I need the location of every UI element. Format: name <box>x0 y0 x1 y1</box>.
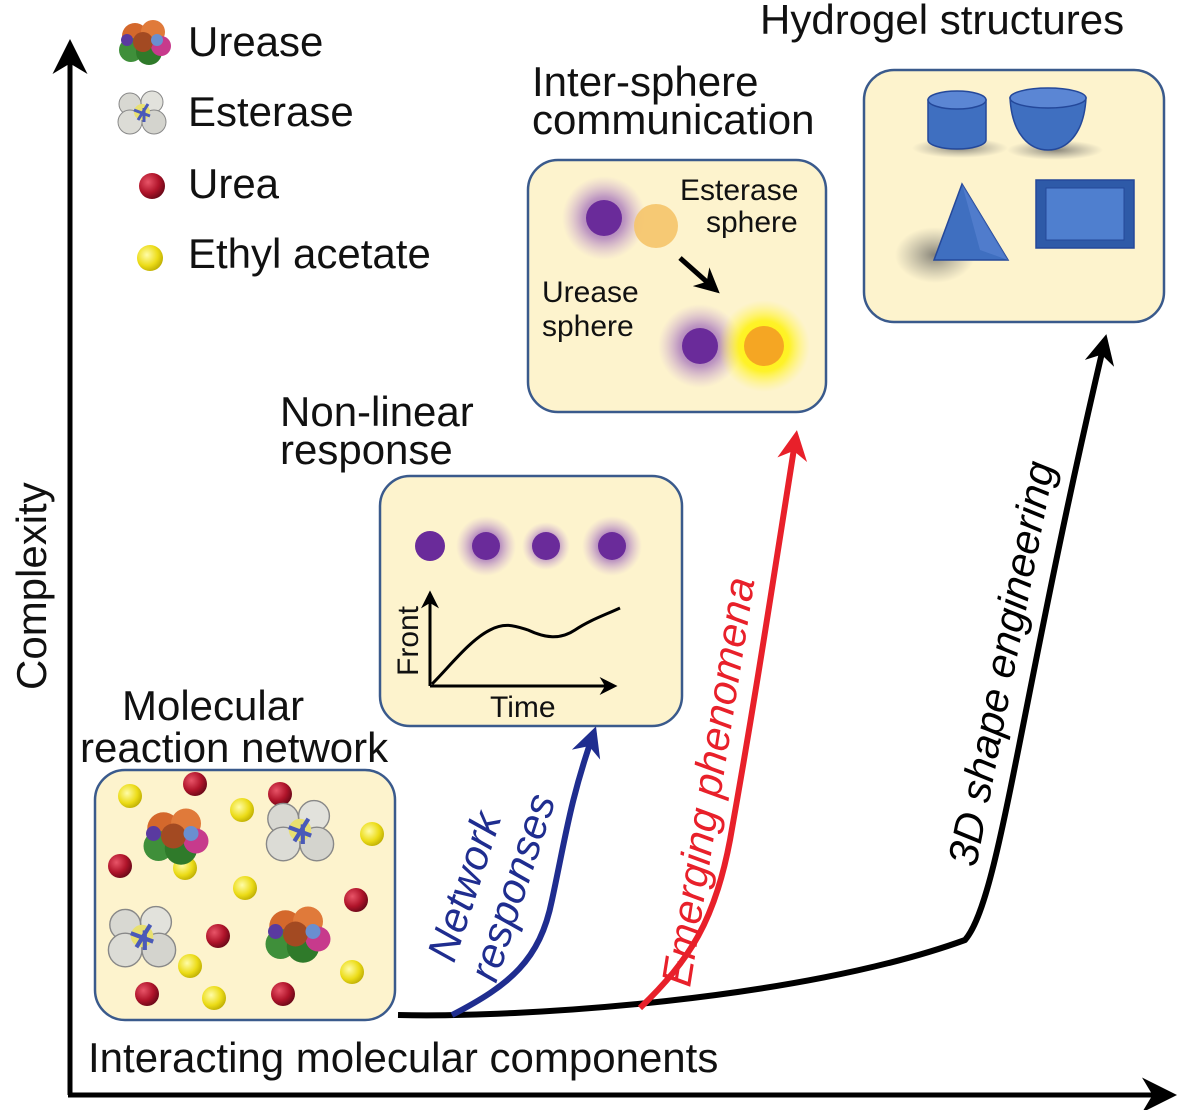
urease-sphere-label-line1: Urease <box>542 276 639 309</box>
urease-sphere-label-line2: sphere <box>542 310 634 343</box>
urease-icon <box>119 20 171 65</box>
panel-nonlinear-title-line2: response <box>280 426 453 473</box>
legend-urea-label: Urea <box>188 160 280 207</box>
panel-molecular-title-line2: reaction network <box>80 724 389 771</box>
esterase-sphere-before <box>634 204 678 248</box>
panel-molecular-network: Molecular reaction network <box>80 682 397 1022</box>
panel-hydrogel-structures: Hydrogel structures <box>760 0 1166 324</box>
panel-hydrogel-title: Hydrogel structures <box>760 0 1124 43</box>
esterase-sphere-label-line1: Esterase <box>680 174 798 207</box>
front-curve <box>430 606 621 686</box>
esterase-sphere-label-line2: sphere <box>706 206 798 239</box>
rectangle-slab-shape <box>1035 179 1135 249</box>
front-spheres <box>415 516 642 576</box>
panel-molecular-title-line1: Molecular <box>122 682 304 729</box>
x-axis-label: Interacting molecular components <box>88 1034 718 1081</box>
plot-x-label: Time <box>490 691 556 724</box>
ethyl-acetate-icon <box>137 245 163 271</box>
cylinder-shape <box>927 90 987 150</box>
front-time-plot: Front Time <box>392 590 621 724</box>
y-axis-label: Complexity <box>8 482 55 690</box>
network-responses-arrow <box>450 726 601 1018</box>
shape-engineering-arrow <box>397 334 1115 1019</box>
legend-ethyl-acetate-label: Ethyl acetate <box>188 230 431 277</box>
legend-urease-label: Urease <box>188 18 323 65</box>
panel-intersphere-communication: Inter-sphere communication Esterase sphe… <box>526 58 828 414</box>
urea-icon <box>139 173 165 199</box>
shape-arrow-label: 3D shape engineering <box>939 457 1064 869</box>
plot-y-label: Front <box>392 605 425 676</box>
legend-esterase-label: Esterase <box>188 88 354 135</box>
legend: Urease Esterase Urea Ethyl acetate <box>116 18 431 277</box>
panel-intersphere-title-line1: Inter-sphere <box>532 58 758 105</box>
emerging-phenomena-arrow <box>637 430 808 1011</box>
molecule-scatter <box>108 772 384 1010</box>
panel-nonlinear-response: Non-linear response Front Time <box>280 388 684 728</box>
panel-intersphere-title-line2: communication <box>532 96 814 143</box>
panel-nonlinear-title-line1: Non-linear <box>280 388 474 435</box>
esterase-icon <box>116 89 168 136</box>
triangle-shape <box>932 182 1010 261</box>
bowl-shape <box>1009 87 1087 151</box>
transition-arrow <box>678 256 720 294</box>
